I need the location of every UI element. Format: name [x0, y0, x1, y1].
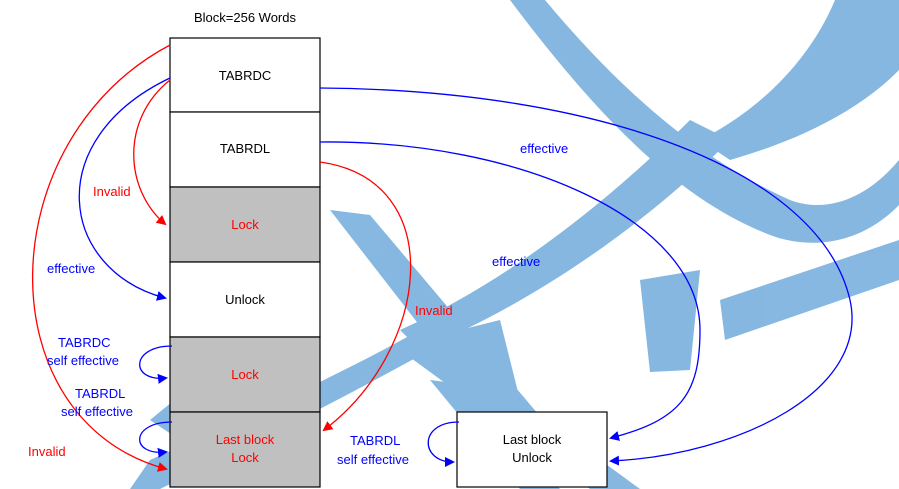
block-tabrdc: TABRDC — [169, 37, 321, 113]
label-tabrdl-self-line2: self effective — [61, 404, 133, 419]
block-label-line1: Last block — [216, 432, 275, 447]
label-invalid-mid: Invalid — [415, 303, 453, 318]
block-tabrdl: TABRDL — [169, 111, 321, 188]
label-tabrdc-self-line2: self effective — [47, 353, 119, 368]
last-block-unlock-line1: Last block — [503, 432, 562, 447]
label-effective-mid-right: effective — [492, 254, 540, 269]
self-effective-arrow-tabrdc — [139, 345, 173, 384]
block-label: TABRDC — [219, 68, 271, 83]
self-effective-arrow-tabrdl — [139, 421, 173, 458]
invalid-arrow-tabrdc-to-last-lock — [31, 44, 171, 472]
block-label: Lock — [231, 367, 259, 382]
label-tabrdl-right-line1: TABRDL — [350, 433, 400, 448]
block-label: Lock — [231, 217, 259, 232]
label-invalid-bottom: Invalid — [28, 444, 66, 459]
label-effective-left: effective — [47, 261, 95, 276]
last-block-unlock: Last block Unlock — [456, 411, 608, 488]
label-effective-top-right: effective — [520, 141, 568, 156]
label-tabrdl-right-line2: self effective — [337, 452, 409, 467]
block-label: TABRDL — [220, 141, 270, 156]
block-column: TABRDC TABRDL Lock Unlock Lock Last bloc… — [169, 37, 321, 488]
label-invalid-left: Invalid — [93, 184, 131, 199]
block-unlock: Unlock — [169, 261, 321, 338]
invalid-arrow-tabrdc-to-lock — [133, 79, 171, 226]
block-lock: Lock — [169, 186, 321, 263]
effective-arrow-tabrdl-to-last-unlock — [319, 141, 701, 441]
block-label-line2: Lock — [231, 450, 259, 465]
diagram-title: Block=256 Words — [194, 10, 297, 25]
label-tabrdc-self-line1: TABRDC — [58, 335, 110, 350]
block-label: Unlock — [225, 292, 265, 307]
last-block-unlock-line2: Unlock — [512, 450, 552, 465]
label-tabrdl-self-line1: TABRDL — [75, 386, 125, 401]
block-last-lock: Last block Lock — [169, 411, 321, 488]
invalid-arrow-tabrdl-to-last-lock — [319, 161, 412, 432]
self-effective-arrow-last-unlock — [427, 421, 460, 467]
effective-arrow-tabrdc-to-last-unlock — [319, 87, 853, 466]
effective-arrow-tabrdc-to-unlock — [78, 77, 171, 301]
block-lock-2: Lock — [169, 336, 321, 413]
